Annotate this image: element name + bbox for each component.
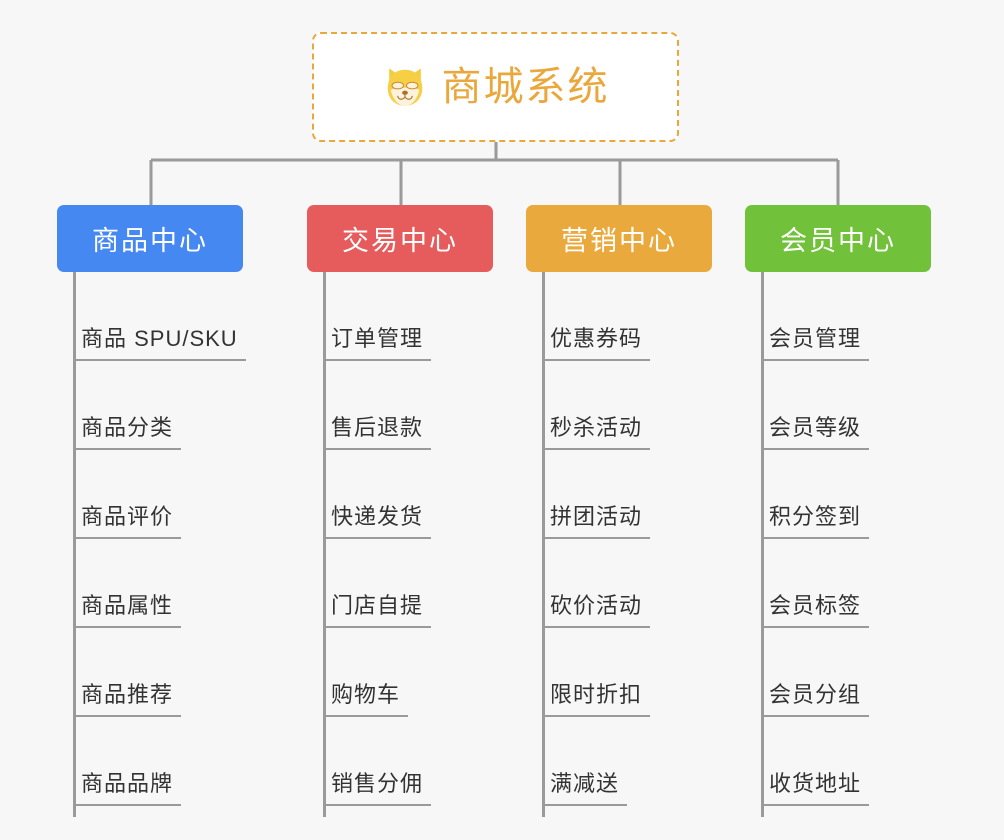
leaf-item[interactable]: 会员等级 [761, 361, 870, 450]
leaf-item[interactable]: 限时折扣 [542, 628, 651, 717]
leaf-item[interactable]: 商品品牌 [73, 717, 246, 806]
branch-header-label: 营销中心 [561, 226, 677, 256]
dog-face-icon [387, 68, 422, 106]
leaf-item[interactable]: 购物车 [323, 628, 431, 717]
branch-header-product-center[interactable]: 商品中心 [57, 205, 243, 272]
leaf-label: 满减送 [542, 773, 628, 806]
leaf-item[interactable]: 订单管理 [323, 272, 432, 361]
leaf-list-2: 订单管理 售后退款 快递发货 门店自提 购物车 销售分佣 [323, 272, 432, 806]
leaf-label: 商品 SPU/SKU [73, 328, 246, 361]
leaf-item[interactable]: 商品推荐 [73, 628, 246, 717]
leaf-item[interactable]: 砍价活动 [542, 539, 651, 628]
branch-header-label: 会员中心 [780, 226, 896, 256]
root-title: 商城系统 [441, 65, 610, 109]
leaf-label: 商品分类 [73, 417, 182, 450]
leaf-label: 会员管理 [761, 328, 870, 361]
leaf-item[interactable]: 拼团活动 [542, 450, 651, 539]
branch-header-member-center[interactable]: 会员中心 [745, 205, 931, 272]
leaf-label: 秒杀活动 [542, 417, 651, 450]
leaf-label: 购物车 [323, 684, 409, 717]
leaf-list-1: 商品 SPU/SKU 商品分类 商品评价 商品属性 商品推荐 商品品牌 [73, 272, 246, 806]
root-node[interactable]: 商城系统 [312, 32, 679, 142]
leaf-item[interactable]: 会员标签 [761, 539, 870, 628]
leaf-item[interactable]: 门店自提 [323, 539, 432, 628]
leaf-item[interactable]: 积分签到 [761, 450, 870, 539]
leaf-item[interactable]: 商品分类 [73, 361, 246, 450]
leaf-label: 商品属性 [73, 595, 182, 628]
branch-spine [761, 272, 764, 817]
leaf-label: 会员分组 [761, 684, 870, 717]
branch-spine [73, 272, 76, 817]
leaf-label: 商品推荐 [73, 684, 182, 717]
leaf-item[interactable]: 优惠券码 [542, 272, 651, 361]
leaf-label: 商品评价 [73, 506, 182, 539]
leaf-label: 砍价活动 [542, 595, 651, 628]
leaf-item[interactable]: 销售分佣 [323, 717, 432, 806]
leaf-label: 拼团活动 [542, 506, 651, 539]
leaf-item[interactable]: 售后退款 [323, 361, 432, 450]
leaf-label: 会员标签 [761, 595, 870, 628]
leaf-label: 积分签到 [761, 506, 870, 539]
leaf-item[interactable]: 秒杀活动 [542, 361, 651, 450]
leaf-label: 会员等级 [761, 417, 870, 450]
leaf-item[interactable]: 满减送 [542, 717, 650, 806]
leaf-label: 收货地址 [761, 773, 870, 806]
leaf-label: 销售分佣 [323, 773, 432, 806]
branch-spine [323, 272, 326, 817]
leaf-label: 商品品牌 [73, 773, 182, 806]
branch-header-trade-center[interactable]: 交易中心 [307, 205, 493, 272]
branch-spine [542, 272, 545, 817]
leaf-label: 售后退款 [323, 417, 432, 450]
leaf-item[interactable]: 会员分组 [761, 628, 870, 717]
leaf-label: 限时折扣 [542, 684, 651, 717]
leaf-label: 订单管理 [323, 328, 432, 361]
leaf-list-3: 优惠券码 秒杀活动 拼团活动 砍价活动 限时折扣 满减送 [542, 272, 651, 806]
leaf-label: 门店自提 [323, 595, 432, 628]
leaf-item[interactable]: 商品评价 [73, 450, 246, 539]
leaf-item[interactable]: 快递发货 [323, 450, 432, 539]
leaf-item[interactable]: 商品属性 [73, 539, 246, 628]
branch-header-label: 商品中心 [92, 226, 208, 256]
leaf-item[interactable]: 会员管理 [761, 272, 870, 361]
branch-header-label: 交易中心 [342, 226, 458, 256]
leaf-item[interactable]: 商品 SPU/SKU [73, 272, 246, 361]
leaf-label: 优惠券码 [542, 328, 651, 361]
leaf-label: 快递发货 [323, 506, 432, 539]
leaf-item[interactable]: 收货地址 [761, 717, 870, 806]
branch-header-marketing-center[interactable]: 营销中心 [526, 205, 712, 272]
leaf-list-4: 会员管理 会员等级 积分签到 会员标签 会员分组 收货地址 [761, 272, 870, 806]
